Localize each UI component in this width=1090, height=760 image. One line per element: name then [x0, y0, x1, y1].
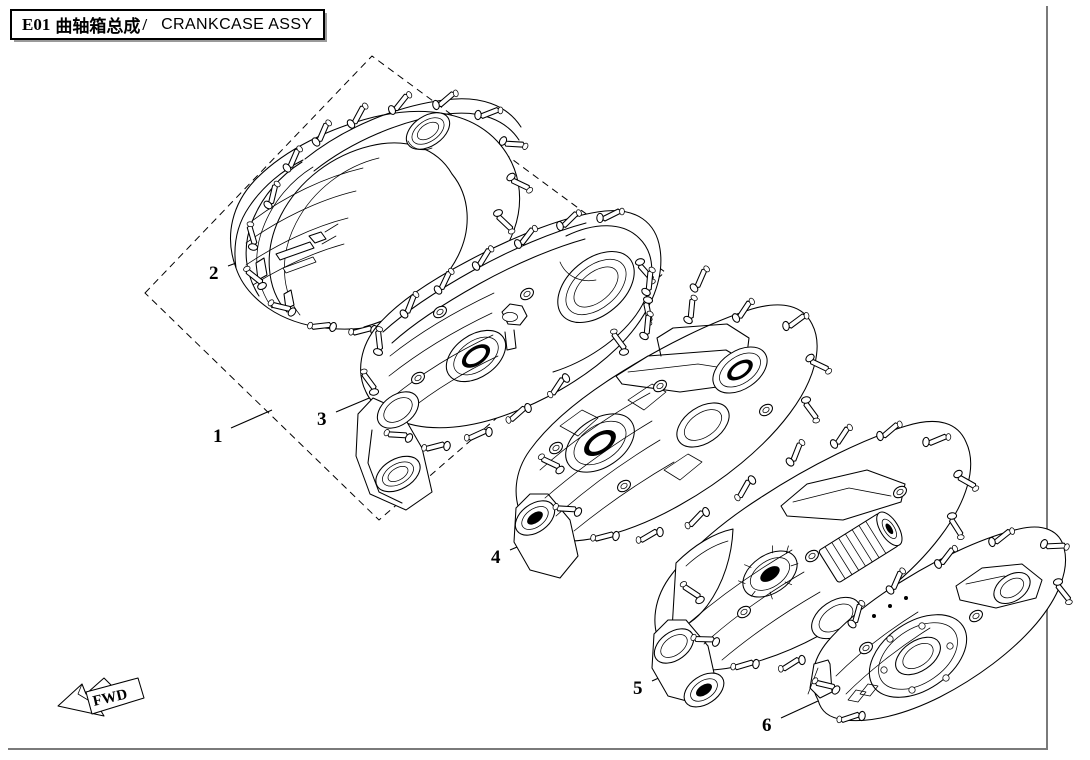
callout-3: 3	[317, 409, 327, 430]
part-6-right-crankcase-cover	[807, 526, 1074, 727]
part-3-cvt-inner-housing	[355, 207, 662, 511]
callout-6: 6	[762, 715, 772, 736]
part-4-left-crankcase-half	[513, 293, 834, 579]
diagram-title-english: CRANKCASE ASSY	[161, 15, 313, 33]
diagram-title-chinese: 曲轴箱总成	[55, 17, 141, 37]
callout-4: 4	[491, 547, 501, 568]
assembly-boundary-dashed-box	[144, 55, 666, 521]
diagram-code: E01	[22, 14, 51, 34]
title-separator: /	[142, 14, 148, 34]
callout-1: 1	[213, 426, 223, 447]
callout-2: 2	[209, 263, 219, 284]
forward-direction-arrow: FWD	[57, 677, 145, 717]
callout-5: 5	[633, 678, 643, 699]
part-5-right-crankcase-half	[651, 419, 981, 708]
fwd-label: FWD	[91, 686, 129, 709]
diagram-title-box: E01 曲轴箱总成 / CRANKCASE ASSY	[10, 9, 325, 40]
